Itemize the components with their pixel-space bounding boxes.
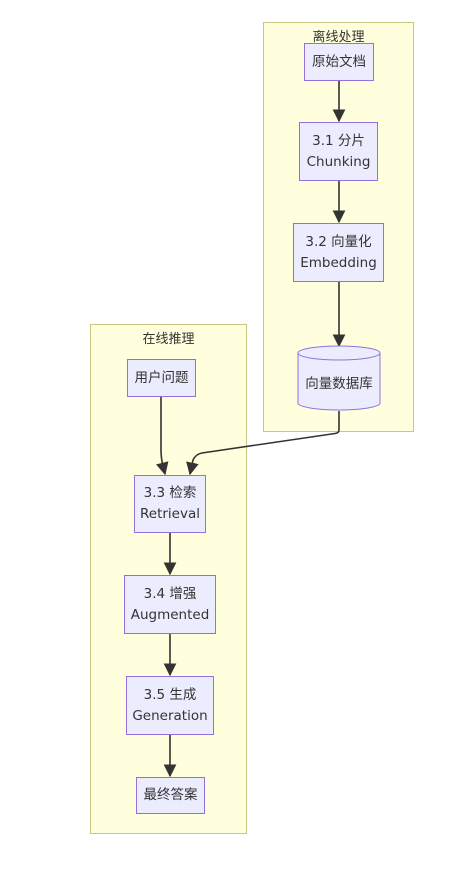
node-generation-line1: 3.5 生成 bbox=[143, 686, 197, 703]
node-embedding-line2: Embedding bbox=[300, 254, 377, 271]
offline-cluster-title: 离线处理 bbox=[312, 30, 365, 45]
edge-question-retrieval bbox=[155, 397, 169, 476]
node-augmented-line1: 3.4 增强 bbox=[143, 585, 197, 602]
node-chunking: 3.1 分片 Chunking bbox=[299, 122, 378, 181]
node-embedding: 3.2 向量化 Embedding bbox=[293, 223, 384, 282]
node-final-answer-line1: 最终答案 bbox=[143, 787, 198, 803]
node-vector-db-label: 向量数据库 bbox=[305, 376, 373, 392]
node-raw-document-line1: 原始文档 bbox=[312, 53, 366, 70]
online-cluster-title: 在线推理 bbox=[142, 332, 195, 347]
node-generation: 3.5 生成 Generation bbox=[126, 676, 214, 735]
node-generation-line2: Generation bbox=[132, 707, 208, 724]
node-retrieval-line2: Retrieval bbox=[140, 506, 200, 522]
node-chunking-line1: 3.1 分片 bbox=[312, 132, 365, 149]
node-raw-document: 原始文档 bbox=[304, 43, 374, 81]
node-final-answer: 最终答案 bbox=[136, 777, 205, 814]
vector-db-cylinder-icon bbox=[297, 345, 381, 411]
online-cluster: 在线推理 bbox=[90, 324, 247, 834]
node-vector-db: 向量数据库 bbox=[297, 345, 381, 411]
node-embedding-line1: 3.2 向量化 bbox=[305, 233, 372, 250]
edge-db-retrieval bbox=[186, 411, 340, 476]
node-chunking-line2: Chunking bbox=[306, 153, 371, 170]
node-retrieval: 3.3 检索 Retrieval bbox=[134, 475, 206, 533]
node-augmented-line2: Augmented bbox=[130, 606, 210, 623]
node-user-question: 用户问题 bbox=[127, 359, 196, 397]
node-retrieval-line1: 3.3 检索 bbox=[143, 485, 197, 501]
node-augmented: 3.4 增强 Augmented bbox=[124, 575, 216, 634]
node-user-question-line1: 用户问题 bbox=[134, 369, 189, 386]
